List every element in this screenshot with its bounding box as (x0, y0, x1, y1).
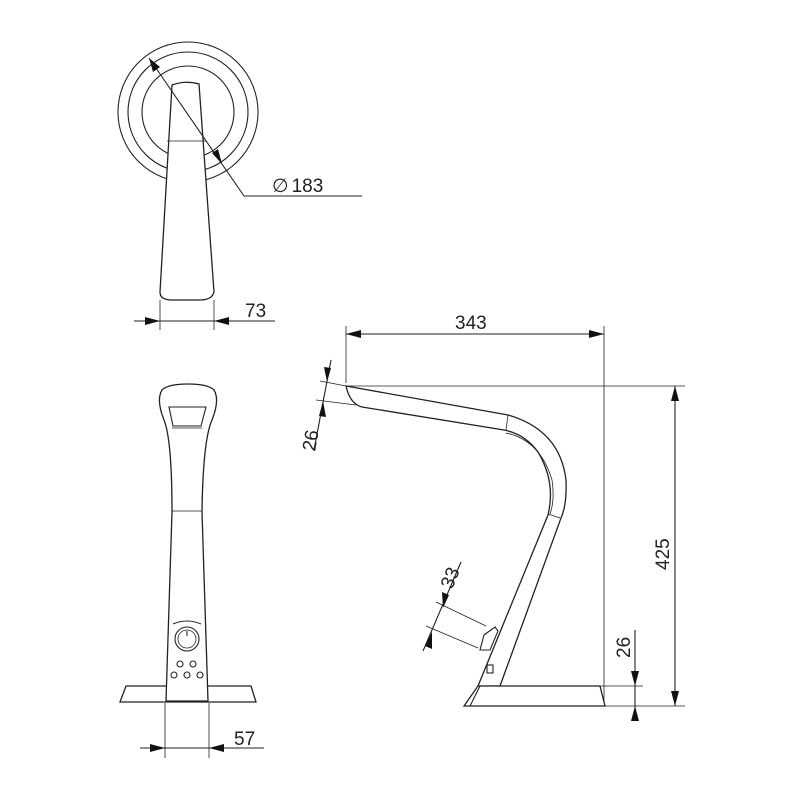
arrow-icon (209, 744, 224, 752)
diameter-label: ∅183 (272, 176, 323, 197)
base-width-label: 57 (234, 729, 255, 750)
side-view: 343 425 26 26 33 (299, 313, 685, 721)
arrow-icon (150, 744, 165, 752)
diameter-leader (148, 57, 362, 197)
length-label: 343 (455, 313, 487, 334)
extension-line (319, 380, 347, 387)
knob-scale (172, 620, 202, 625)
extension-line (435, 601, 487, 627)
head-thickness-label: 26 (299, 428, 323, 452)
front-view: 57 (119, 383, 264, 758)
height-label: 425 (653, 538, 674, 570)
button-icon (170, 671, 178, 679)
button-icon (183, 671, 191, 679)
switch-icon (479, 626, 499, 651)
usb-port-icon (486, 664, 494, 674)
arrow-icon (631, 671, 639, 686)
button-icon (196, 671, 204, 679)
joint-line (505, 414, 509, 431)
dimmer-knob-icon (174, 626, 200, 652)
base-thickness-label: 26 (614, 637, 635, 658)
arrow-icon (214, 317, 229, 325)
arrow-icon (671, 691, 679, 706)
base-side (462, 685, 606, 707)
extension-line (315, 399, 357, 406)
lamp-arm-side (345, 385, 567, 687)
arrow-icon (589, 330, 604, 338)
extension-line (425, 625, 479, 649)
switch-dimension-line (422, 561, 462, 652)
button-icon (189, 660, 197, 668)
arrow-icon (425, 632, 432, 649)
arrow-icon (346, 330, 361, 338)
lamp-body-top (159, 81, 215, 301)
arrow-icon (442, 592, 449, 608)
arm-inner-line (505, 432, 554, 515)
arrow-icon (324, 367, 331, 382)
width-label: 73 (245, 301, 266, 322)
switch-label: 33 (437, 564, 464, 591)
arrow-icon (671, 386, 679, 401)
knob-inner (177, 629, 197, 649)
arrow-icon (319, 401, 326, 417)
light-panel (168, 406, 207, 427)
arrow-icon (212, 149, 222, 164)
joint-line (547, 513, 561, 519)
lamp-body-front (158, 383, 218, 702)
arrow-icon (149, 58, 160, 72)
arrow-icon (145, 317, 160, 325)
base-edge (469, 685, 481, 707)
arrow-icon (631, 706, 639, 721)
button-icon (176, 660, 184, 668)
top-view: ∅183 73 (117, 41, 362, 330)
